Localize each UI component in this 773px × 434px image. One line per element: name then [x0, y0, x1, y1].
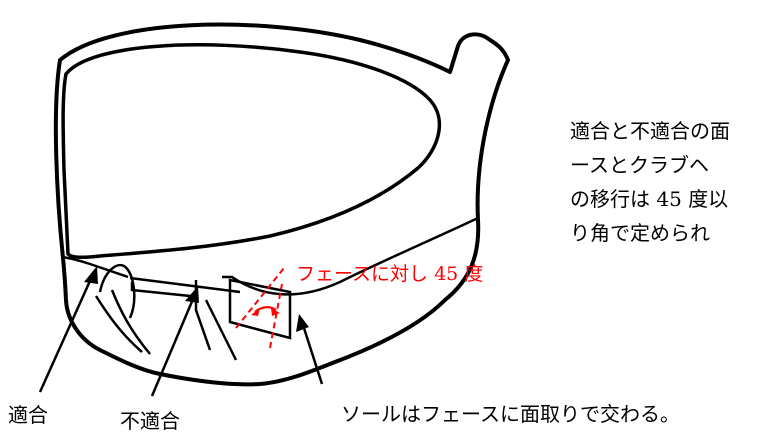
arrow-conforming-head: [84, 266, 98, 284]
nonconforming-rect: [228, 278, 292, 340]
label-conforming: 適合: [8, 403, 48, 427]
description-line-3: の移行は 45 度以: [570, 187, 729, 211]
arrow-sole-head: [296, 314, 309, 332]
description-line-2: ースとクラブヘ: [570, 153, 709, 177]
label-nonconforming: 不適合: [120, 409, 180, 433]
arrow-sole: [300, 321, 324, 385]
label-sole-caption: ソールはフェースに面取りで交わる。: [341, 402, 680, 426]
description-line-4: り角で定められ: [570, 221, 710, 245]
arrow-nonconforming: [150, 291, 198, 397]
sole-transition-line: [61, 255, 129, 279]
angle-arrowhead-right: [271, 308, 280, 316]
angle-arrowhead-left: [251, 308, 260, 316]
arrow-nonconforming-head: [185, 286, 199, 303]
description-line-1: 適合と不適合の面: [570, 119, 730, 143]
sole-edge-line: [129, 276, 241, 294]
sole-chamfer-edge: [222, 216, 479, 296]
face-outline: [61, 43, 442, 260]
description-paragraph: 適合と不適合の面 ースとクラブヘ の移行は 45 度以 り角で定められ: [570, 114, 773, 250]
arrow-conforming: [38, 271, 96, 393]
angle-dashed-lines: [235, 267, 285, 349]
conforming-groove-lines: [94, 289, 151, 355]
angle-annotation: フェースに対し 45 度: [296, 263, 484, 285]
conforming-groove: [98, 263, 136, 319]
club-head-outline: [53, 22, 510, 387]
